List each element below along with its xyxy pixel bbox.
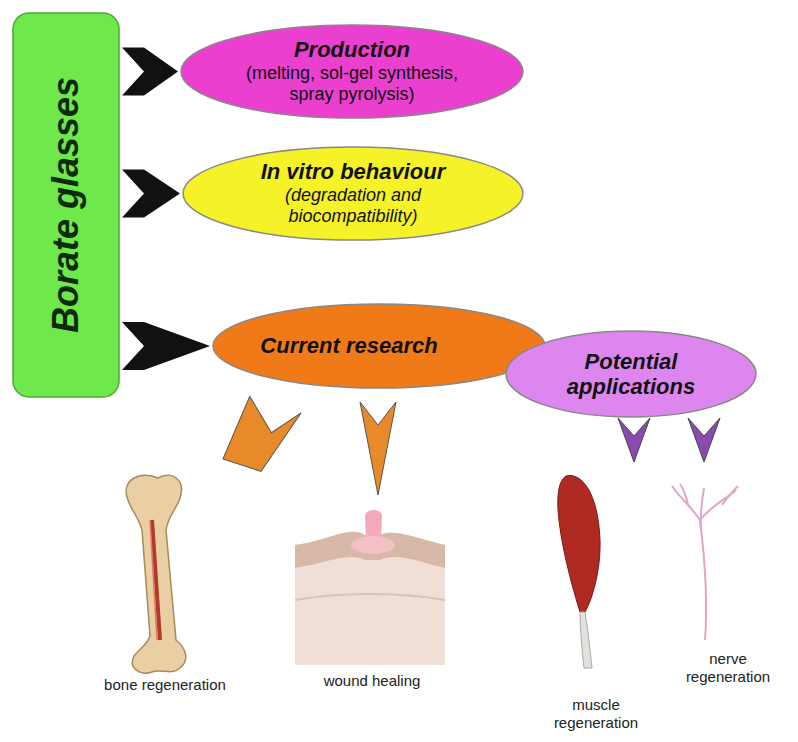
figure-caption: nerve regeneration — [680, 650, 776, 686]
glass-band: Borate glasses — [12, 12, 120, 398]
nerve-illustration — [672, 484, 738, 640]
bone-illustration — [126, 475, 186, 673]
chevron-arrow — [122, 322, 210, 370]
down-chevron — [360, 402, 396, 495]
outline-shape — [183, 147, 523, 240]
outline-shape — [13, 13, 119, 397]
outline-shape — [506, 331, 756, 417]
research-ellipse: Current research — [212, 303, 546, 389]
figure-caption: wound healing — [297, 672, 447, 690]
chevron-shape — [122, 322, 210, 370]
production-ellipse: Production(melting, sol-gel synthesis, s… — [180, 24, 524, 119]
outline-shape — [213, 304, 545, 388]
muscle-illustration — [558, 475, 600, 668]
node-heading: In vitro behaviour — [261, 159, 446, 184]
chevron-shape — [122, 48, 178, 96]
node-heading: Current research — [260, 333, 437, 358]
applications-ellipse: Potential applications — [505, 330, 757, 418]
chevron-shape — [122, 170, 180, 218]
chevron-arrow — [122, 170, 180, 218]
outline-shape — [181, 25, 523, 118]
figure-caption: muscle regeneration — [546, 696, 646, 732]
chevron-arrow — [122, 48, 178, 96]
down-chevron — [223, 394, 301, 477]
figure-caption: bone regeneration — [75, 676, 255, 694]
node-heading: Potential applications — [538, 349, 724, 400]
vertical-title: Borate glasses — [45, 77, 87, 333]
node-body: (degradation and biocompatibility) — [227, 185, 480, 228]
node-body: (melting, sol-gel synthesis, spray pyrol… — [225, 63, 480, 106]
down-chevron — [618, 418, 650, 462]
wound-illustration — [295, 510, 445, 665]
down-chevron — [688, 418, 720, 462]
in-vitro-ellipse: In vitro behaviour(degradation and bioco… — [182, 146, 524, 241]
node-heading: Production — [294, 37, 410, 62]
